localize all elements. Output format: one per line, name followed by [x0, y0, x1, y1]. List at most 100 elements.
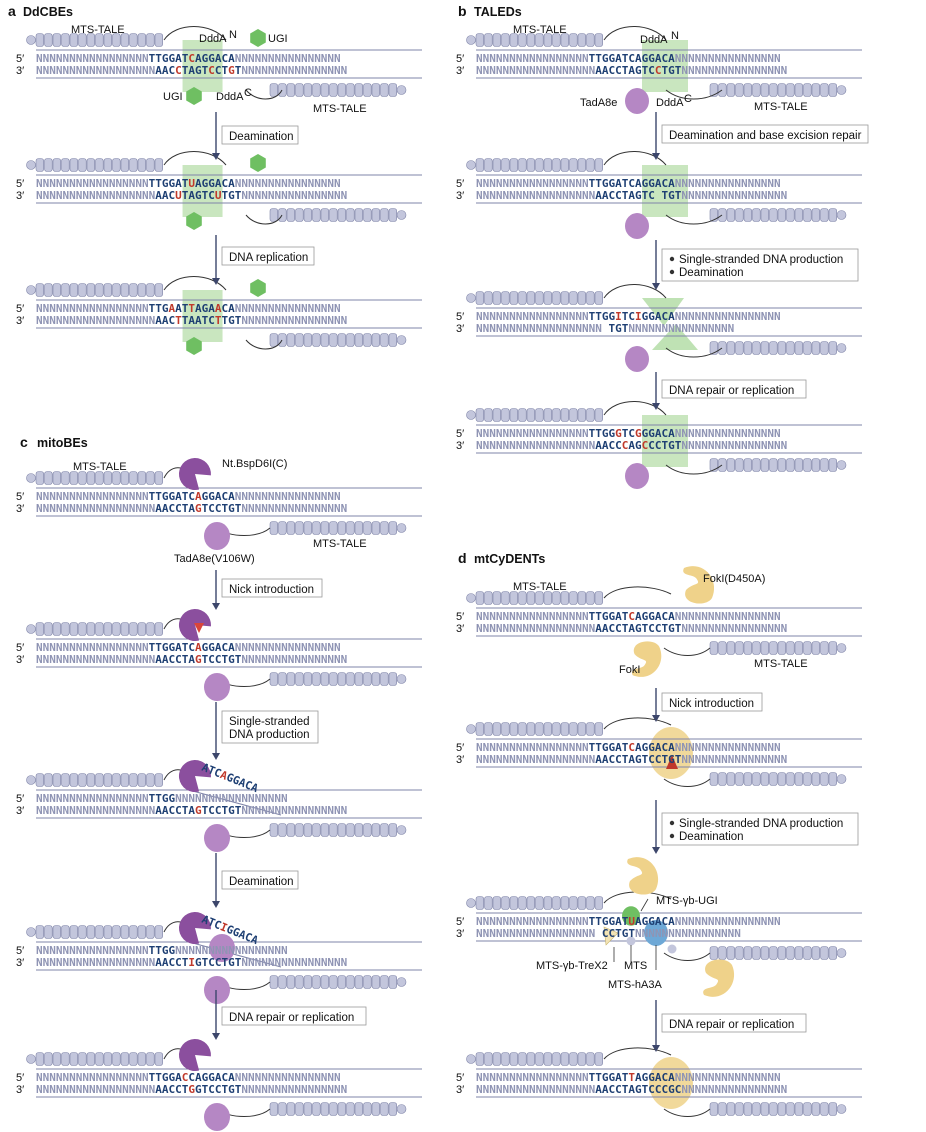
sequence-base: C [615, 753, 622, 766]
tale-unit [388, 333, 397, 347]
sequence-base: T [589, 915, 596, 928]
sequence-base: A [162, 502, 169, 515]
sequence-base: C [208, 314, 215, 327]
tale-unit [484, 591, 493, 605]
step-label: Deamination [679, 267, 744, 279]
sequence-base: C [168, 189, 175, 202]
n-bases: NNNNNNNNNNNNNNNNNN [36, 502, 155, 515]
tale-unit [484, 33, 493, 47]
sequence-base: G [642, 1071, 649, 1084]
tale-unit [129, 158, 138, 172]
sequence-base: T [589, 310, 596, 323]
sequence-base: G [228, 653, 235, 666]
sequence-base: T [595, 741, 602, 754]
sequence-base: G [202, 641, 209, 654]
bullet-dot [669, 256, 675, 262]
tale-array [466, 591, 603, 605]
tale-unit [269, 521, 278, 535]
top-strand-sequence: NNNNNNNNNNNNNNNNNTTGGATCAGGACANNNNNNNNNN… [36, 490, 341, 503]
ddda-c-superscript: C [684, 93, 692, 105]
step-nick [221, 578, 323, 598]
tale-unit [820, 772, 829, 786]
step-arrow-head [652, 847, 660, 854]
sequence-base: A [188, 804, 195, 817]
tale-unit [137, 1052, 146, 1066]
tale-unit [811, 341, 820, 355]
sequence-base: I [635, 310, 642, 323]
tale-unit [78, 158, 87, 172]
tale-unit [303, 672, 312, 686]
n-bases: NNNNNNNNNNNNNNNNNN [476, 622, 595, 635]
sequence-base: T [642, 622, 649, 635]
sequence-base: G [648, 427, 655, 440]
sequence-base: A [655, 52, 662, 65]
sequence-base: G [648, 610, 655, 623]
tale-unit [535, 291, 544, 305]
tale-array [466, 896, 603, 910]
sequence-base: A [668, 52, 675, 65]
sequence-base: C [175, 804, 182, 817]
tale-unit [337, 975, 346, 989]
tale-unit [484, 896, 493, 910]
tale-unit [52, 33, 61, 47]
sequence-base: C [221, 52, 228, 65]
tale-unit [388, 83, 397, 97]
sequence-base: A [215, 1071, 222, 1084]
sequence-base: A [215, 490, 222, 503]
step-label: Deamination [229, 876, 294, 888]
n-bases: NNNNNNNNNNNNNNNNNN [476, 1083, 595, 1096]
sequence-base: A [655, 610, 662, 623]
tale-unit [154, 33, 163, 47]
sequence-base: C [208, 653, 215, 666]
tale-unit [552, 291, 561, 305]
tale-terminal-ball [396, 523, 407, 533]
tale-unit [154, 471, 163, 485]
tale-unit [501, 291, 510, 305]
tale-unit [137, 33, 146, 47]
sequence-base: A [215, 52, 222, 65]
tale-unit [743, 341, 752, 355]
three-prime-label: 3′ [456, 928, 464, 940]
tale-unit [709, 946, 718, 960]
sequence-base: T [149, 792, 156, 805]
tale-unit [569, 291, 578, 305]
tale-unit [95, 283, 104, 297]
tale-unit [803, 458, 812, 472]
sequence-base: G [642, 310, 649, 323]
sequence-base: G [635, 622, 642, 635]
tale-unit [86, 471, 95, 485]
n-bases: NNNNNNNNNNNNNNNN [235, 641, 341, 654]
tale-unit [337, 1102, 346, 1116]
sequence-base: T [622, 622, 629, 635]
tale-unit [44, 158, 53, 172]
tale-unit [803, 772, 812, 786]
tale-unit [552, 33, 561, 47]
tale-unit [586, 408, 595, 422]
tale-unit [560, 896, 569, 910]
five-prime-label: 5′ [16, 642, 24, 654]
tale-unit [709, 641, 718, 655]
sequence-base: T [642, 189, 649, 202]
tale-unit [312, 521, 321, 535]
three-prime-label: 3′ [456, 323, 464, 335]
sequence-base: A [602, 1083, 609, 1096]
tale-unit [52, 471, 61, 485]
sequence-base: T [235, 1083, 242, 1096]
tale-terminal-ball [26, 624, 36, 634]
sequence-base: A [635, 915, 642, 928]
sequence-base: A [602, 189, 609, 202]
bottom-strand-sequence: NNNNNNNNNNNNNNNNNN CCTGTNNNNNNNNNNNNNNNN [476, 927, 741, 940]
tale-unit [95, 773, 104, 787]
tale-unit [346, 208, 355, 222]
sequence-base: G [168, 177, 175, 190]
sequence-base: A [595, 622, 602, 635]
tale-unit [484, 408, 493, 422]
tale-unit [120, 622, 129, 636]
tale-label: MTS-TALE [71, 24, 125, 36]
sequence-base: C [221, 1071, 228, 1084]
tale-terminal-ball [466, 410, 476, 420]
linker [603, 586, 672, 599]
tale-unit [735, 1102, 744, 1116]
tale-unit [86, 283, 95, 297]
